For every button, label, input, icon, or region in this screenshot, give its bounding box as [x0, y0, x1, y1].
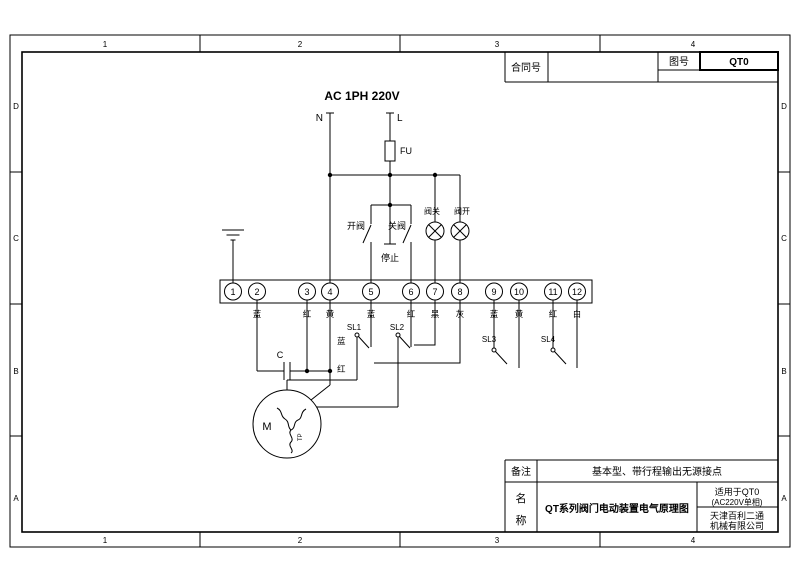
- terminal-number: 9: [491, 287, 496, 297]
- open-button-label: 开阀: [347, 221, 365, 231]
- remark-label: 备注: [511, 465, 531, 478]
- drawing-no-box: [699, 51, 779, 71]
- thermal-protector-label: TP: [298, 433, 304, 441]
- fuse-label: FU: [400, 146, 412, 156]
- sl4-contact: [554, 351, 567, 365]
- zone-col-label: 2: [298, 536, 303, 545]
- limit-switch-sl4: SL4: [541, 300, 578, 368]
- terminal-number: 1: [230, 287, 235, 297]
- sl1-label: SL1: [347, 323, 362, 332]
- power-lines: [326, 112, 460, 283]
- terminal-number: 4: [327, 287, 332, 297]
- sl2-label: SL2: [390, 323, 405, 332]
- zone-col-label: 4: [691, 40, 696, 49]
- ground-symbol: [222, 229, 244, 283]
- motor-label: M: [262, 421, 271, 433]
- motor-winding: [290, 408, 307, 431]
- neutral-label: N: [316, 113, 323, 124]
- sl3-label: SL3: [482, 335, 497, 344]
- limit-switch-sl1: SL1: [286, 300, 372, 390]
- sl1-contact: [358, 336, 370, 349]
- lamp-feedback-wires: [374, 300, 461, 364]
- motor-symbol: [252, 389, 322, 459]
- terminal-number: 11: [548, 287, 557, 297]
- contract-block: 合同号 图号 QT0: [504, 51, 779, 83]
- zone-col-label: 3: [495, 40, 500, 49]
- name-label-char: 名: [516, 491, 527, 505]
- wire-label-blue: 蓝: [337, 336, 346, 346]
- terminal-number: 5: [368, 287, 373, 297]
- stop-button-label: 停止: [381, 252, 399, 263]
- zone-row-label: A: [781, 494, 787, 503]
- zone-row-label: C: [13, 234, 19, 243]
- zone-col-label: 3: [495, 536, 500, 545]
- terminal-number: 10: [514, 287, 524, 297]
- model-line1: 适用于QT0: [715, 487, 760, 497]
- wire-label-red: 红: [337, 364, 346, 374]
- drawing-frame: 1 2 3 4 1 2 3 4 D C B A D C B A: [9, 34, 791, 548]
- zone-col-label: 1: [103, 40, 108, 49]
- contract-no-label: 合同号: [511, 61, 541, 74]
- sl3-contact: [495, 351, 508, 365]
- indicator-lamps: 阀关 阀开: [424, 175, 470, 283]
- zone-col-label: 1: [103, 536, 108, 545]
- remark-value: 基本型、带行程输出无源接点: [592, 465, 722, 478]
- terminal-number: 7: [432, 287, 437, 297]
- supply-voltage-label: AC 1PH 220V: [324, 89, 399, 103]
- sl2-contact: [399, 336, 411, 349]
- zone-row-label: B: [13, 367, 18, 376]
- zone-col-label: 4: [691, 536, 696, 545]
- zone-row-label: C: [781, 234, 787, 243]
- company-line2: 机械有限公司: [710, 520, 764, 531]
- drawing-no-label: 图号: [669, 56, 689, 68]
- zone-row-label: D: [13, 102, 19, 111]
- capacitor-label: C: [277, 350, 284, 360]
- circuit-schematic: AC 1PH 220V N L FU: [219, 89, 593, 459]
- motor-circuit: C M TP: [252, 300, 333, 459]
- model-line2: (AC220V单相): [711, 497, 762, 507]
- motor-winding: [276, 407, 292, 431]
- sl4-label: SL4: [541, 335, 556, 344]
- terminal-number: 12: [572, 287, 582, 297]
- wire-color-labels: 蓝 红 黄 蓝 红 黑 灰 蓝 黄 红 白 蓝 红: [253, 309, 582, 374]
- terminal-number: 6: [408, 287, 413, 297]
- control-buttons: 开阀 关阀 停止: [347, 202, 412, 283]
- close-button-label: 关阀: [388, 220, 406, 231]
- live-label: L: [397, 113, 403, 124]
- terminal-number: 3: [304, 287, 309, 297]
- fuse-symbol: [384, 140, 396, 162]
- drawing-title: QT系列阀门电动装置电气原理图: [545, 502, 689, 515]
- limit-switch-sl3: SL3: [482, 300, 520, 368]
- valve-open-lamp-label: 阀开: [454, 207, 470, 216]
- terminal-number: 8: [457, 287, 462, 297]
- title-block: 备注 基本型、带行程输出无源接点 名 称 QT系列阀门电动装置电气原理图 适用于…: [504, 459, 778, 532]
- open-button-contact: [362, 224, 372, 244]
- name-label-char: 称: [516, 513, 527, 527]
- zone-row-label: D: [781, 102, 787, 111]
- company-line1: 天津百利二通: [710, 510, 764, 521]
- limit-switch-sl2: SL2: [316, 300, 412, 408]
- close-button-contact: [402, 224, 412, 244]
- terminal-number: 2: [254, 287, 259, 297]
- zone-col-label: 2: [298, 40, 303, 49]
- motor-winding: [289, 429, 293, 454]
- zone-row-label: B: [781, 367, 786, 376]
- drawing-no-value: QT0: [729, 57, 749, 68]
- valve-closed-lamp-label: 阀关: [424, 206, 440, 216]
- zone-row-label: A: [13, 494, 19, 503]
- terminal-strip: 1 2 3 4 5 6 7 8 9 10 11 12: [219, 279, 593, 304]
